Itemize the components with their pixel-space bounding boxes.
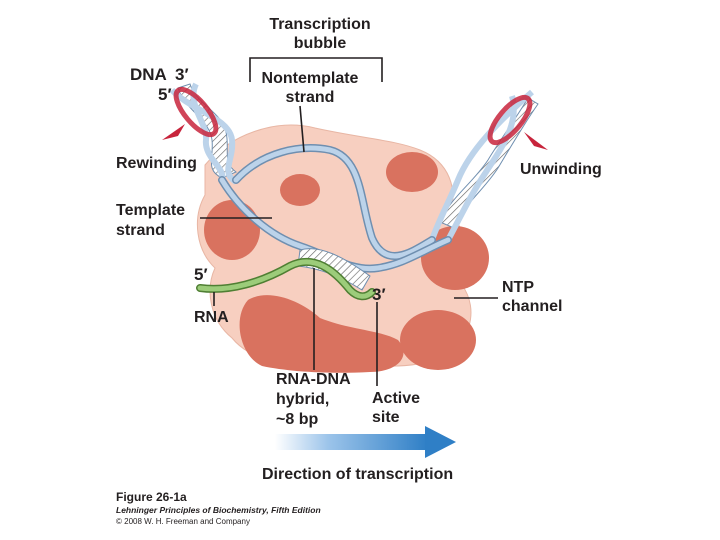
unwinding-arrow-icon xyxy=(524,132,548,150)
active-site-label: Active xyxy=(372,390,420,407)
dna-rewinding-helix xyxy=(169,82,238,185)
rna-5prime-label: 5′ xyxy=(194,265,208,284)
active-site-label: site xyxy=(372,409,400,426)
template-strand-label: Template xyxy=(116,202,185,219)
transcription-bubble-label: Transcription xyxy=(269,16,370,33)
unwinding-torque-ring xyxy=(487,94,533,146)
dna-5prime-label: 5′ xyxy=(158,85,172,104)
enzyme-lobe xyxy=(239,295,404,373)
enzyme-lobe xyxy=(280,174,320,206)
nontemplate-strand-label: Nontemplate xyxy=(262,70,359,87)
ntp-channel-label: channel xyxy=(502,298,562,315)
direction-arrow xyxy=(275,426,456,458)
rewinding-arrow-icon xyxy=(162,124,185,140)
rna-label: RNA xyxy=(194,309,229,326)
transcription-bubble-label: bubble xyxy=(294,35,347,52)
rewinding-torque-ring xyxy=(173,86,219,138)
enzyme-lobe xyxy=(400,310,476,370)
template-strand-label: strand xyxy=(116,222,165,239)
dna-label: DNA xyxy=(130,65,167,84)
book-title: Lehninger Principles of Biochemistry, Fi… xyxy=(116,505,321,515)
enzyme-lobe xyxy=(204,200,260,260)
ntp-channel-label: NTP xyxy=(502,279,534,296)
rna-dna-hybrid-label: ~8 bp xyxy=(276,411,318,428)
nontemplate-strand-label: strand xyxy=(286,89,335,106)
figure-number: Figure 26-1a xyxy=(116,490,187,504)
rna-dna-hybrid-label: hybrid, xyxy=(276,391,329,408)
enzyme-lobe xyxy=(386,152,438,192)
unwinding-label: Unwinding xyxy=(520,161,602,178)
rna-polymerase xyxy=(196,124,489,373)
dna-3prime-label: 3′ xyxy=(175,65,189,84)
copyright: © 2008 W. H. Freeman and Company xyxy=(116,517,250,526)
rna-3prime-label: 3′ xyxy=(372,285,386,304)
transcription-bubble-bracket xyxy=(249,57,383,82)
nontemplate-leader xyxy=(299,105,305,153)
rna-dna-hybrid-label: RNA-DNA xyxy=(276,371,351,388)
rewinding-label: Rewinding xyxy=(116,155,197,172)
direction-label: Direction of transcription xyxy=(262,466,453,483)
